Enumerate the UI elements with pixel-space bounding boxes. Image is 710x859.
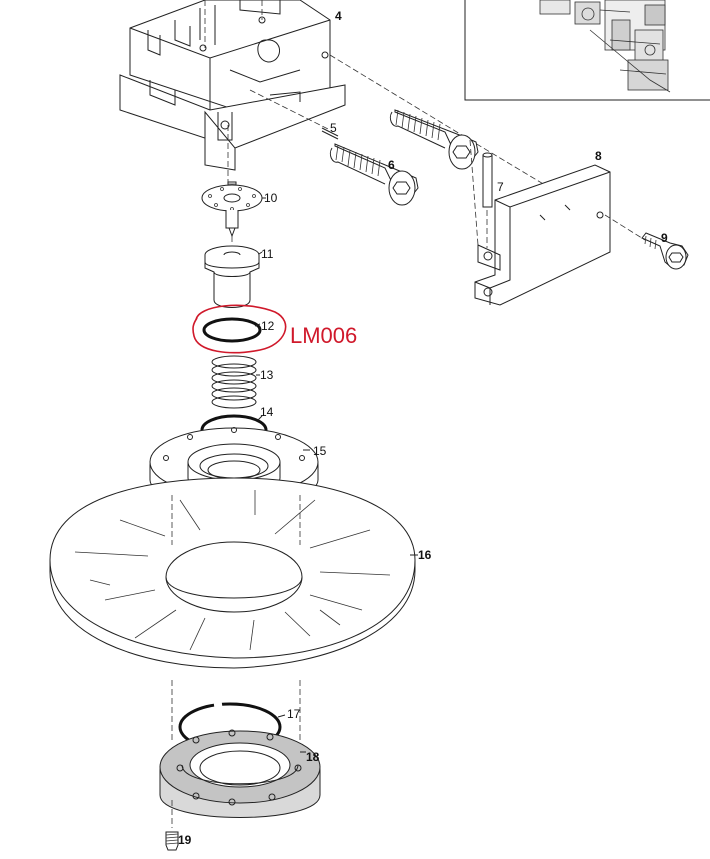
part-12-o-ring	[192, 304, 287, 354]
part-10-nozzle-disc	[201, 181, 266, 238]
label-part-13: 13	[260, 368, 274, 382]
label-part-5: 5	[330, 121, 337, 135]
label-part-14: 14	[260, 405, 274, 419]
callout-highlight-circle	[192, 304, 287, 354]
label-part-17: 17	[287, 707, 301, 721]
part-6-screw-lower	[329, 143, 419, 206]
label-part-7: 7	[497, 180, 504, 194]
label-part-4: 4	[335, 9, 342, 23]
label-part-12: 12	[261, 319, 275, 333]
part-9-screw	[641, 232, 689, 270]
callout-part-code: LM006	[290, 323, 357, 348]
label-part-19: 19	[178, 833, 192, 847]
part-16-large-disc	[49, 477, 418, 740]
label-part-18: 18	[306, 750, 320, 764]
label-part-9: 9	[661, 231, 668, 245]
part-5-pin	[321, 127, 339, 140]
label-part-15: 15	[313, 444, 327, 458]
part-19-screw	[165, 800, 179, 851]
label-part-11: 11	[261, 247, 274, 261]
inset-machine-thumbnail	[464, 0, 710, 101]
part-13-spring	[211, 355, 260, 409]
part-8-plate	[469, 139, 646, 306]
part-7-dowel-pin	[482, 152, 493, 248]
part-18-base-flange	[159, 729, 321, 818]
part-4-housing-block	[119, 0, 546, 190]
label-part-6: 6	[388, 158, 395, 172]
label-part-16: 16	[418, 548, 432, 562]
label-part-10: 10	[264, 191, 278, 205]
part-6-screw-upper	[389, 109, 479, 170]
part-11-sleeve	[204, 236, 263, 308]
label-part-8: 8	[595, 149, 602, 163]
